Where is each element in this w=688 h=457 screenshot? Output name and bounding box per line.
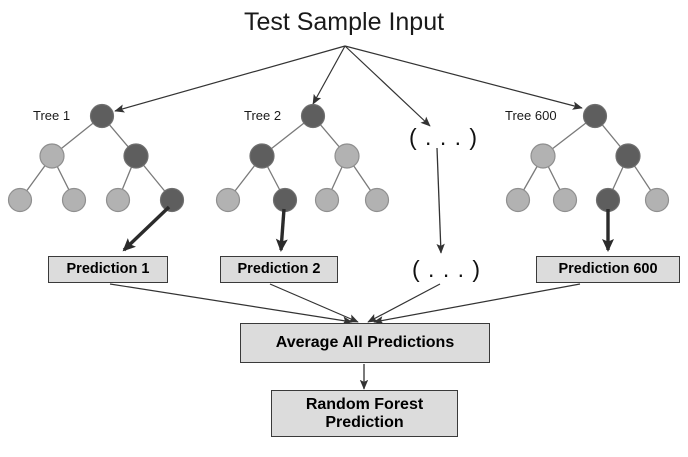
tree-2-leaf-1 <box>215 187 241 213</box>
tree-1-leaf-4-selected <box>159 187 185 213</box>
tree-2-leaf-4 <box>364 187 390 213</box>
tree-600-leaf-2 <box>552 187 578 213</box>
tree-1-node-r <box>123 143 149 169</box>
tree-2-label: Tree 2 <box>244 108 282 123</box>
ellipsis-top: ( . . . ) <box>409 124 479 150</box>
tree-2-graph <box>215 103 390 252</box>
tree-1-label: Tree 1 <box>33 108 71 123</box>
prediction-1-box[interactable]: Prediction 1 <box>48 256 168 283</box>
average-all-predictions-box[interactable]: Average All Predictions <box>240 323 490 363</box>
tree-2-to-prediction-arrow <box>275 208 288 252</box>
tree-1-leaf-1 <box>7 187 33 213</box>
ellipsis-bottom: ( . . . ) <box>412 256 482 282</box>
tree-1-to-prediction-arrow <box>122 205 171 252</box>
prediction-600-box[interactable]: Prediction 600 <box>536 256 680 283</box>
tree-600-node-l <box>530 143 556 169</box>
prediction-converge-arrows <box>109 283 581 325</box>
result-line-1: Random Forest <box>305 395 424 413</box>
tree-600-label: Tree 600 <box>505 108 557 123</box>
tree-1-node-l <box>39 143 65 169</box>
random-forest-prediction-box[interactable]: Random Forest Prediction <box>271 390 458 437</box>
ellipsis-connector-arrow <box>436 147 445 254</box>
page-title: Test Sample Input <box>243 8 445 36</box>
tree-2-leaf-3 <box>314 187 340 213</box>
tree-1-leaf-3 <box>105 187 131 213</box>
tree-1-leaf-2 <box>61 187 87 213</box>
tree-1-graph <box>7 103 185 252</box>
result-line-2: Prediction <box>325 413 404 431</box>
tree-600-node-root <box>582 103 608 129</box>
tree-2-node-root <box>300 103 326 129</box>
prediction-2-box[interactable]: Prediction 2 <box>220 256 338 283</box>
tree-600-leaf-4 <box>644 187 670 213</box>
tree-600-leaf-1 <box>505 187 531 213</box>
tree-2-node-r <box>334 143 360 169</box>
input-fanout-arrows <box>114 45 583 127</box>
tree-1-node-root <box>89 103 115 129</box>
tree-600-graph <box>505 103 670 252</box>
tree-600-leaf-3-selected <box>595 187 621 213</box>
tree-2-node-l <box>249 143 275 169</box>
tree-600-node-r <box>615 143 641 169</box>
tree-2-leaf-2-selected <box>272 187 298 213</box>
